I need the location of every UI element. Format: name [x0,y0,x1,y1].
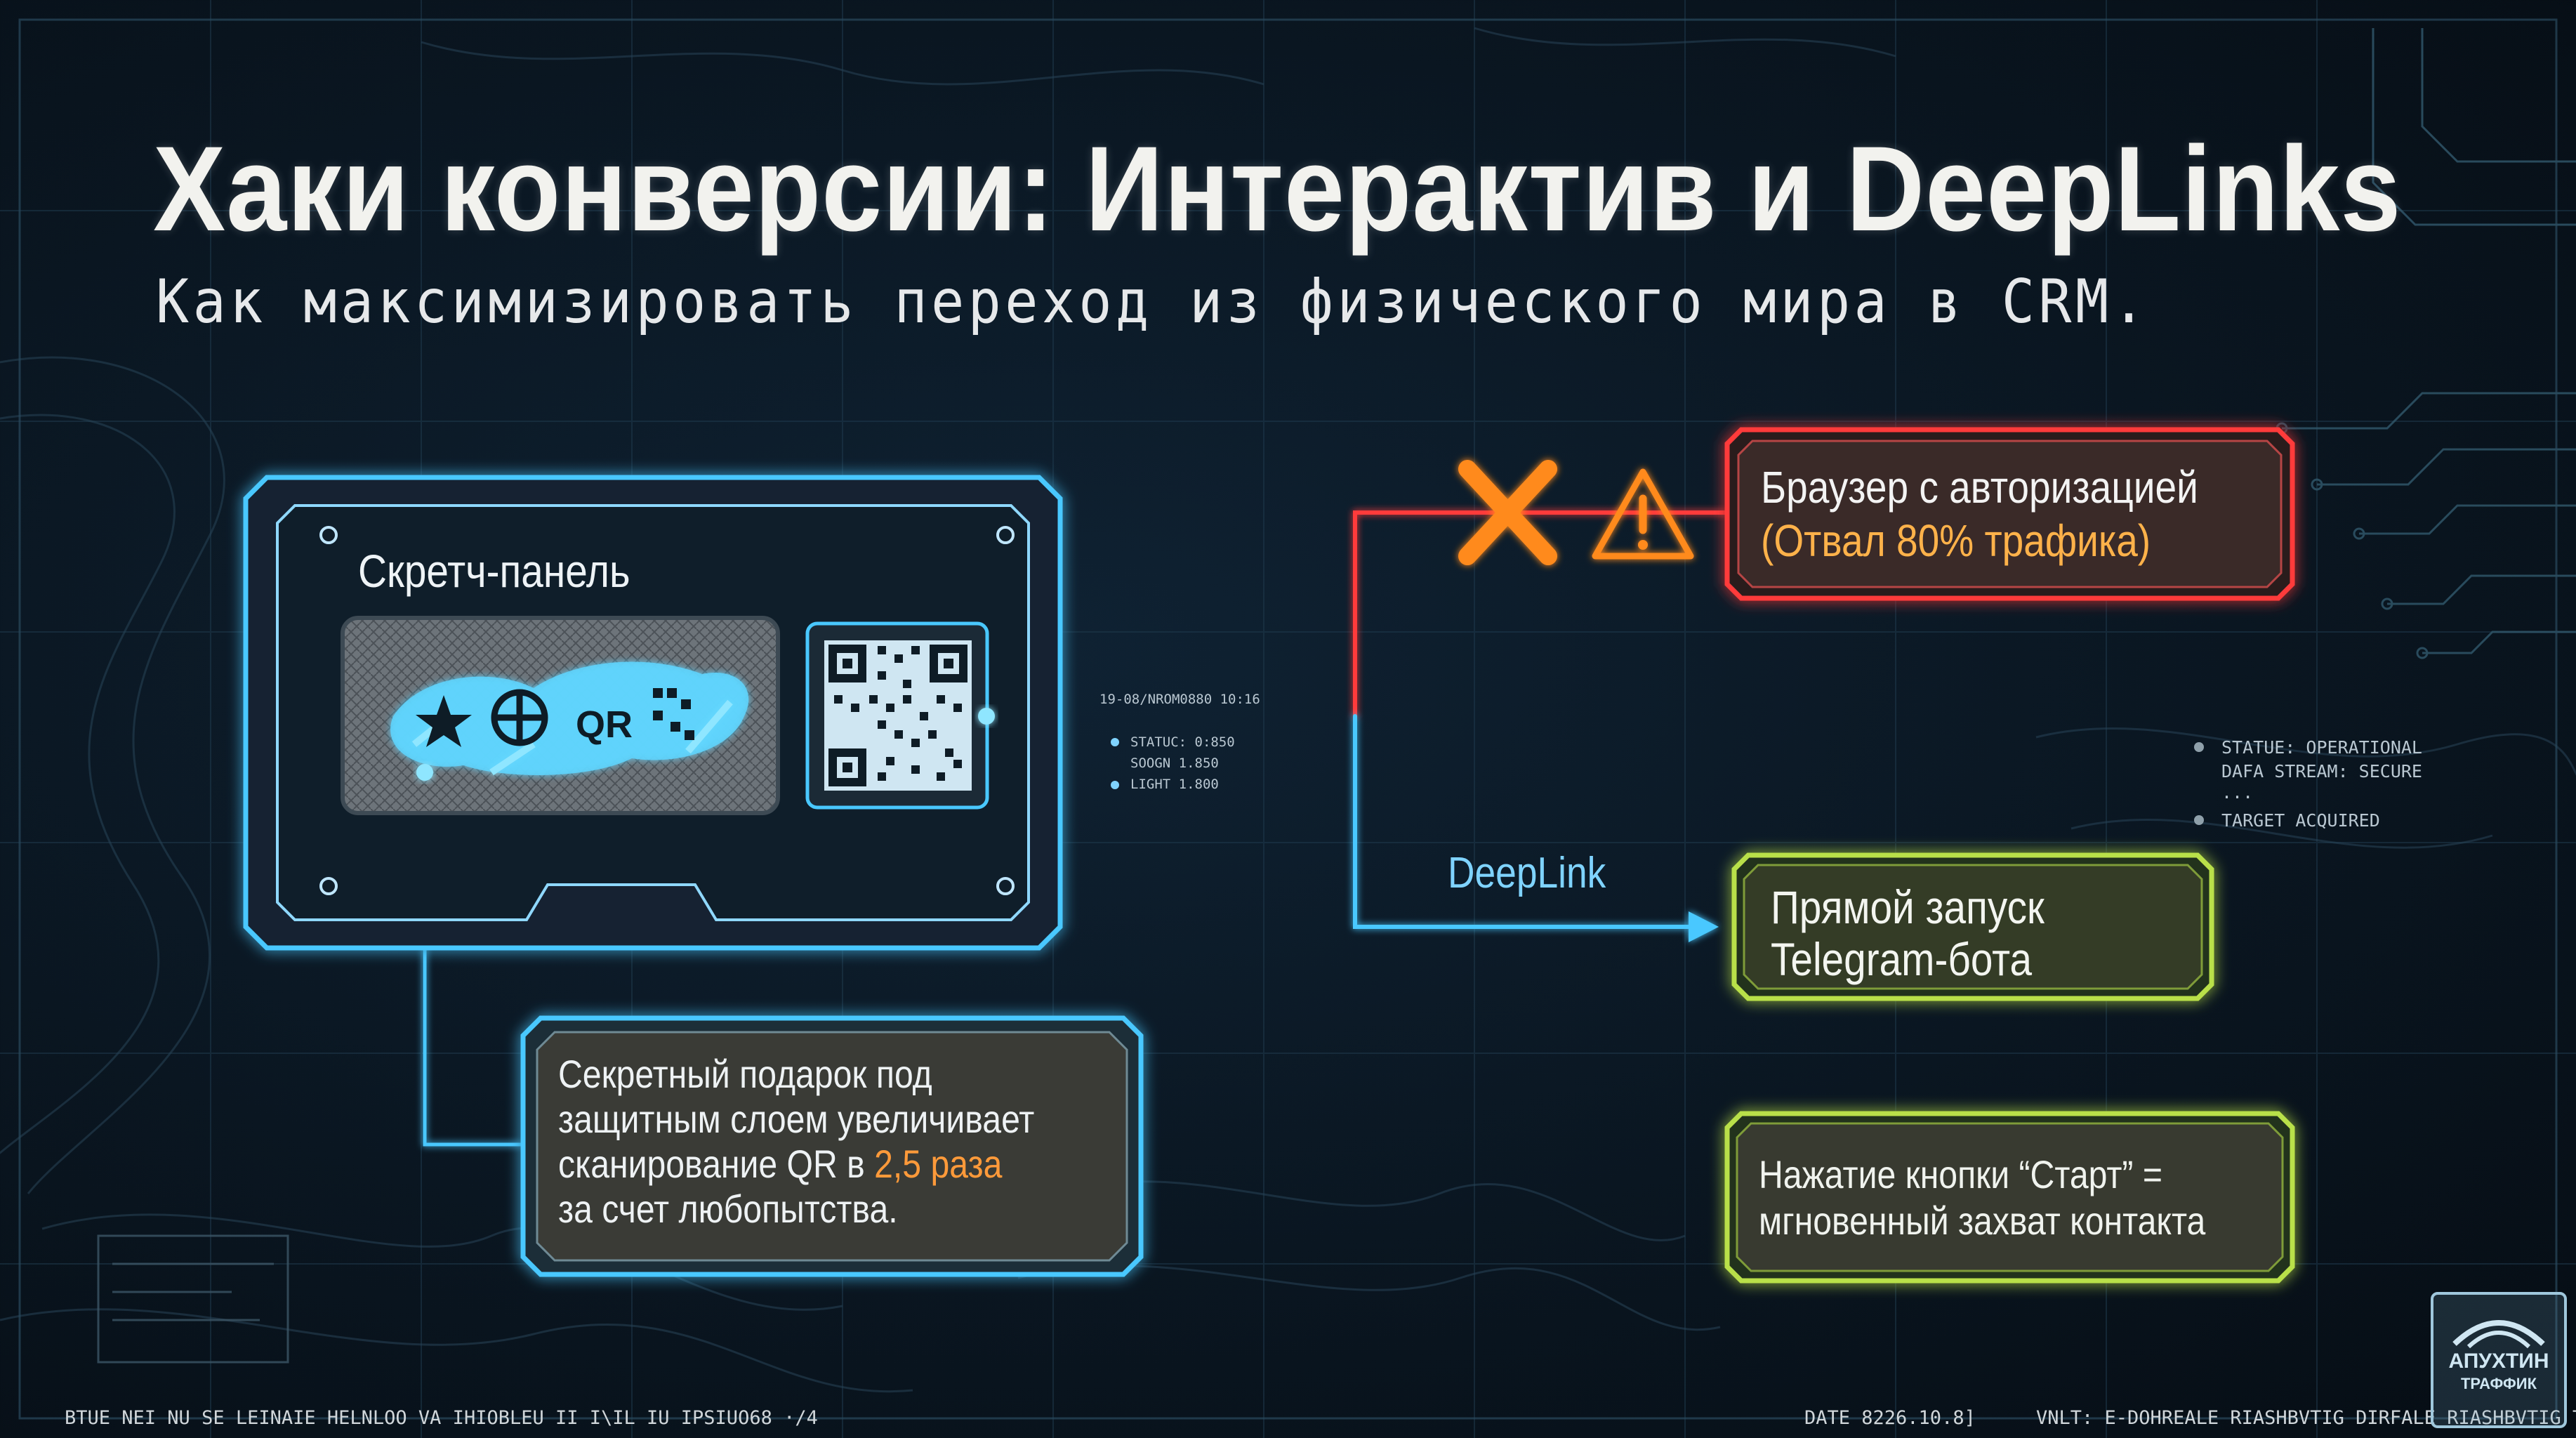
secret-line-3: сканирование QR в 2,5 раза [558,1142,1034,1187]
browser-line-1: Браузер с авторизацией [1761,462,2198,513]
star-icon [416,695,472,747]
telemetry-timestamp: 19-08/NROM0880 10:16 [1099,692,1260,707]
page-subtitle: Как максимизировать переход из физическо… [156,267,2150,337]
telemetry-row-1: STATUC: 0:850 [1130,734,1235,750]
footer-left-text: BTUE NEI NU SE LEINAIE HELNLOO VA IHIOBL… [65,1407,818,1429]
footer-right-text: VNLT: E-DOHREALE RIASHBVTIG DIRFALE RIAS… [2036,1407,2576,1429]
status-line-4: TARGET ACQUIRED [2221,810,2380,831]
secret-line-2: защитным слоем увеличивает [558,1097,1035,1141]
bot-card-text: Прямой запуск Telegram-бота [1771,881,2045,985]
secret-highlight: 2,5 раза [874,1142,1003,1186]
status-line-3: ... [2221,782,2254,803]
start-card-inner [1736,1122,2284,1272]
scratch-panel-label: Скретч-панель [358,545,630,597]
browser-card-inner [1737,440,2283,588]
browser-line-2: (Отвал 80% трафика) [1761,515,2151,566]
start-line-2: мгновенный захват контакта [1759,1199,2206,1243]
telemetry-dots [1111,738,1119,789]
status-line-1: STATUE: OPERATIONAL [2221,737,2422,758]
status-dots [2194,742,2204,825]
start-line-1: Нажатие кнопки “Старт” = [1759,1152,2162,1196]
logo-arc-icon [2452,1320,2545,1349]
outer-frame [18,18,2558,1420]
secret-card-text: Секретный подарок под защитным слоем уве… [558,1052,1034,1232]
mini-widget [97,1234,289,1364]
browser-card-text: Браузер с авторизацией (Отвал 80% трафик… [1761,461,2198,567]
target-icon [491,689,548,746]
secret-line-1: Секретный подарок под [558,1052,932,1096]
bot-line-2: Telegram-бота [1771,933,2033,985]
logo-line-2: ТРАФФИК [2460,1375,2537,1392]
topo-contours [0,27,2576,1393]
start-card-text: Нажатие кнопки “Старт” = мгновенный захв… [1759,1152,2205,1244]
qr-node-dot [978,708,995,725]
x-mark-icon [1458,460,1557,565]
scratch-letters: QR [576,704,633,746]
scratch-qr-fragment [653,688,694,740]
status-line-2: DAFA STREAM: SECURE [2221,761,2422,781]
screw-icons [319,526,1015,895]
bot-card-inner [1743,864,2203,990]
footer-date: DATE 8226.10.8] [1804,1407,1976,1429]
arrow-icon [1689,911,1719,942]
secret-line-3-prefix: сканирование QR в [558,1142,875,1186]
telemetry-row-2: SOOGN 1.850 [1130,756,1219,771]
deeplink-label: DeepLink [1448,849,1606,897]
qr-pattern [828,645,967,786]
warning-icon [1592,468,1694,560]
telemetry-row-3: LIGHT 1.800 [1130,777,1219,792]
deeplink-path-line [1353,714,1691,929]
secret-line-4: за счет любопытства. [558,1187,898,1231]
page-title: Хаки конверсии: Интерактив и DeepLinks [153,121,2402,256]
circuit-traces [2276,28,2576,659]
secret-card-inner [536,1031,1128,1262]
browser-path-line [1353,510,1729,718]
brand-logo: АПУХТИН ТРАФФИК [2431,1292,2567,1428]
logo-line-1: АПУХТИН [2448,1350,2549,1373]
bot-line-1: Прямой запуск [1771,881,2045,933]
scratch-node-dot [416,764,433,781]
